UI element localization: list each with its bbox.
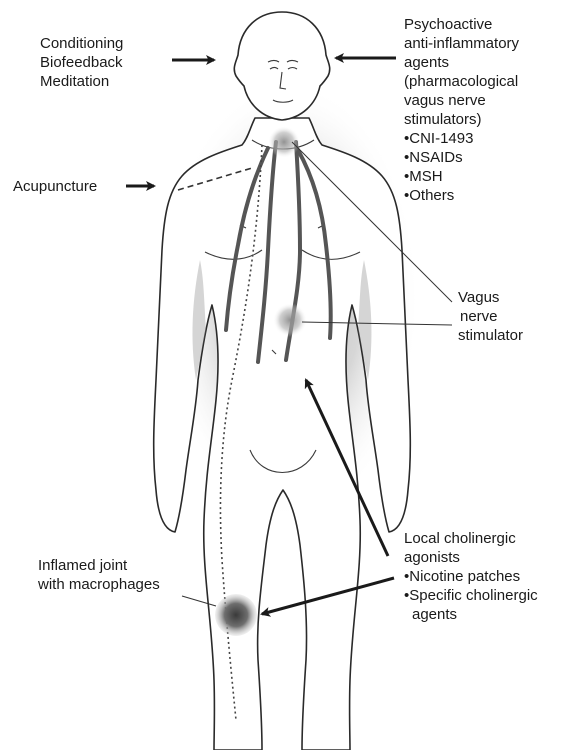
- psychoactive-bullet-4: •Others: [404, 186, 519, 205]
- psychoactive-bullet-2: •NSAIDs: [404, 148, 519, 167]
- psychoactive-bullet-3: •MSH: [404, 167, 519, 186]
- cholinergic-bullet-1: •Nicotine patches: [404, 567, 538, 586]
- cholinergic-line-1: Local cholinergic: [404, 529, 538, 548]
- vagus-line-3: stimulator: [458, 326, 523, 345]
- psychoactive-line-5: vagus nerve: [404, 91, 519, 110]
- cholinergic-label: Local cholinergic agonists •Nicotine pat…: [404, 529, 538, 624]
- psychoactive-line-3: agents: [404, 53, 519, 72]
- acupuncture-label: Acupuncture: [13, 177, 97, 196]
- neck-glow: [268, 126, 300, 158]
- vagus-label: Vagus nerve stimulator: [458, 288, 523, 345]
- psychoactive-line-1: Psychoactive: [404, 15, 519, 34]
- cholinergic-bullet-2-cont: agents: [404, 605, 538, 624]
- conditioning-line-1: Conditioning: [40, 34, 123, 53]
- psychoactive-line-6: stimulators): [404, 110, 519, 129]
- cholinergic-line-2: agonists: [404, 548, 538, 567]
- psychoactive-line-2: anti-inflammatory: [404, 34, 519, 53]
- abdomen-glow: [273, 303, 307, 337]
- psychoactive-label: Psychoactive anti-inflammatory agents (p…: [404, 15, 519, 205]
- inflamed-joint-icon: [215, 594, 257, 636]
- inflamed-label: Inflamed joint with macrophages: [38, 556, 160, 594]
- body-outline: [154, 12, 411, 750]
- inflamed-line-2: with macrophages: [38, 575, 160, 594]
- vagus-line-1: Vagus: [458, 288, 523, 307]
- conditioning-line-2: Biofeedback: [40, 53, 123, 72]
- inflamed-line-1: Inflamed joint: [38, 556, 160, 575]
- psychoactive-line-4: (pharmacological: [404, 72, 519, 91]
- vagus-line-2: nerve: [458, 307, 523, 326]
- conditioning-label: Conditioning Biofeedback Meditation: [40, 34, 123, 91]
- psychoactive-bullet-1: •CNI-1493: [404, 129, 519, 148]
- cholinergic-bullet-2: •Specific cholinergic: [404, 586, 538, 605]
- conditioning-line-3: Meditation: [40, 72, 123, 91]
